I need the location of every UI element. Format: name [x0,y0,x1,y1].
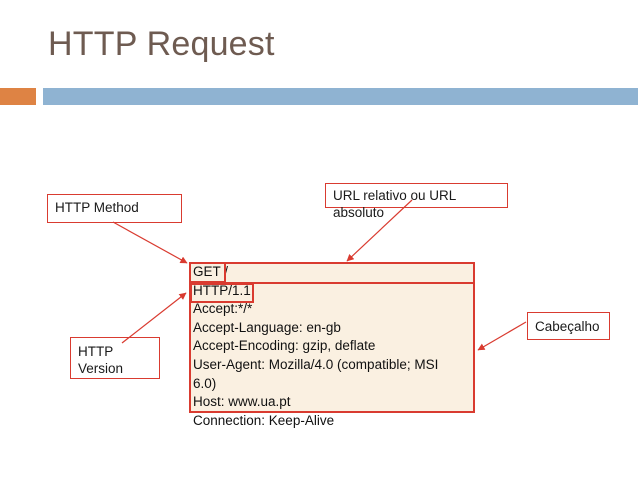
callout-http-version: HTTP Version [70,337,160,379]
version-highlight-frame [190,283,254,303]
callout-cabecalho: Cabeçalho [527,312,610,340]
callout-url: URL relativo ou URL absoluto [325,183,508,220]
http-request-block [189,262,475,413]
callout-url-line2: absoluto [333,205,385,220]
arrow-version-to-httpversion [121,292,187,344]
callout-url-line1: URL relativo ou URL [333,188,457,203]
accent-bar-orange [0,88,36,105]
arrow-method-to-get [112,221,188,264]
request-line-divider [189,282,475,284]
method-highlight-frame [189,262,226,283]
http-request-text: GET / HTTP/1.1 Accept:*/* Accept-Languag… [193,264,439,428]
page-title: HTTP Request [48,25,275,63]
callout-http-method: HTTP Method [47,194,182,223]
accent-bar-blue [43,88,638,105]
